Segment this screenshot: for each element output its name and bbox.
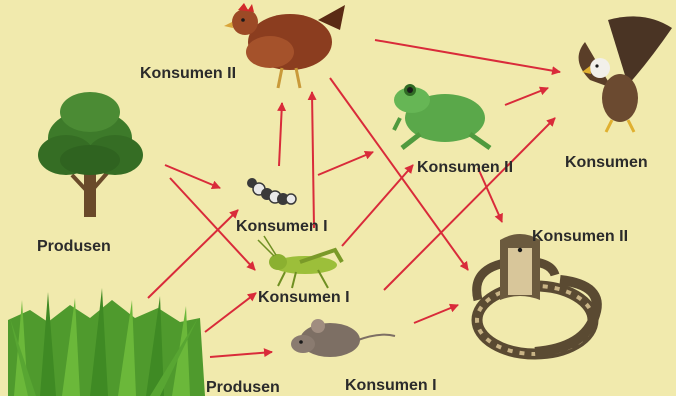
energy-flow-arrows	[148, 40, 560, 357]
arrow-grass-to-caterpillar	[148, 210, 238, 298]
arrow-caterpillar-to-chicken-a	[279, 103, 282, 166]
frog-icon	[394, 84, 490, 148]
arrow-chicken-to-eagle	[375, 40, 560, 72]
arrow-grasshopper-to-chicken	[312, 92, 314, 228]
label-chicken: Konsumen II	[140, 65, 236, 82]
mouse-icon	[291, 319, 395, 357]
arrow-tree-to-caterpillar	[165, 165, 220, 188]
arrow-frog-to-eagle	[505, 88, 548, 105]
eagle-icon	[579, 16, 672, 132]
label-eagle: Konsumen	[565, 154, 648, 171]
label-frog: Konsumen II	[417, 159, 513, 176]
grass-icon	[8, 288, 205, 396]
arrow-grass-to-grasshopper	[205, 293, 256, 332]
label-mouse: Konsumen I	[345, 377, 437, 394]
tree-icon	[38, 92, 143, 217]
label-grass: Produsen	[206, 379, 280, 396]
arrow-caterpillar-to-frog	[318, 152, 373, 175]
caterpillar-icon	[247, 178, 296, 205]
snake-icon	[477, 234, 597, 354]
chicken-icon	[224, 3, 345, 88]
arrow-mouse-to-snake	[414, 305, 458, 323]
label-grasshopper: Konsumen I	[258, 289, 350, 306]
label-snake: Konsumen II	[532, 228, 628, 245]
label-tree: Produsen	[37, 238, 111, 255]
label-caterpillar: Konsumen I	[236, 218, 328, 235]
arrow-grass-to-mouse	[210, 352, 272, 357]
grasshopper-icon	[258, 236, 342, 288]
